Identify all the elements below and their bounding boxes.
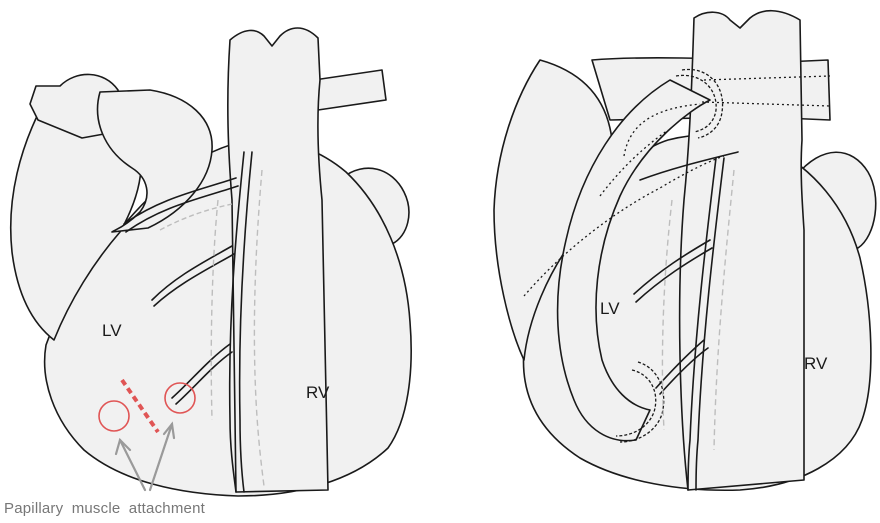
label-right-lv: LV <box>600 300 620 317</box>
left-heart <box>11 28 411 496</box>
label-right-rv: RV <box>804 355 827 372</box>
right-heart <box>494 11 876 491</box>
left-pulmonary-branch-right <box>314 70 386 110</box>
label-left-rv: RV <box>306 384 329 401</box>
label-left-lv: LV <box>102 322 122 339</box>
figure-caption: Papillary muscle attachment <box>4 500 205 517</box>
